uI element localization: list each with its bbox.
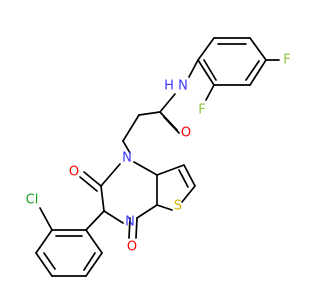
bond-n-chlorophenyl xyxy=(85,210,105,231)
bond-c-f2 xyxy=(205,84,215,101)
amide-hydrogen-label: H xyxy=(164,79,174,94)
pyrimidinedione-ring xyxy=(79,161,158,239)
bond-ring-nh xyxy=(188,59,199,78)
fluorine-label-1: F xyxy=(283,53,290,68)
amide-linker xyxy=(122,93,180,154)
atom-labels: F F N H O N N O O S Cl xyxy=(26,53,291,255)
ring-nitrogen-1-label: N xyxy=(122,151,132,166)
molecule-diagram: F F N H O N N O O S Cl xyxy=(26,37,291,277)
chlorine-label: Cl xyxy=(26,193,39,208)
chlorophenyl-ring xyxy=(35,229,103,277)
difluorophenyl-ring xyxy=(197,37,267,86)
thiophene-ring xyxy=(156,164,196,211)
amide-nitrogen-label: N xyxy=(178,79,188,94)
ring-nitrogen-2-label: N xyxy=(125,215,135,230)
sulfur-label: S xyxy=(174,199,182,214)
carbonyl-oxygen-2-label: O xyxy=(69,165,79,180)
molecule-svg: F F N H O N N O O S Cl xyxy=(26,37,291,277)
amide-oxygen-label: O xyxy=(181,126,191,141)
bond-c-cl xyxy=(39,207,53,231)
carbonyl-oxygen-3-label: O xyxy=(127,240,137,255)
fluorine-label-2: F xyxy=(198,103,205,118)
